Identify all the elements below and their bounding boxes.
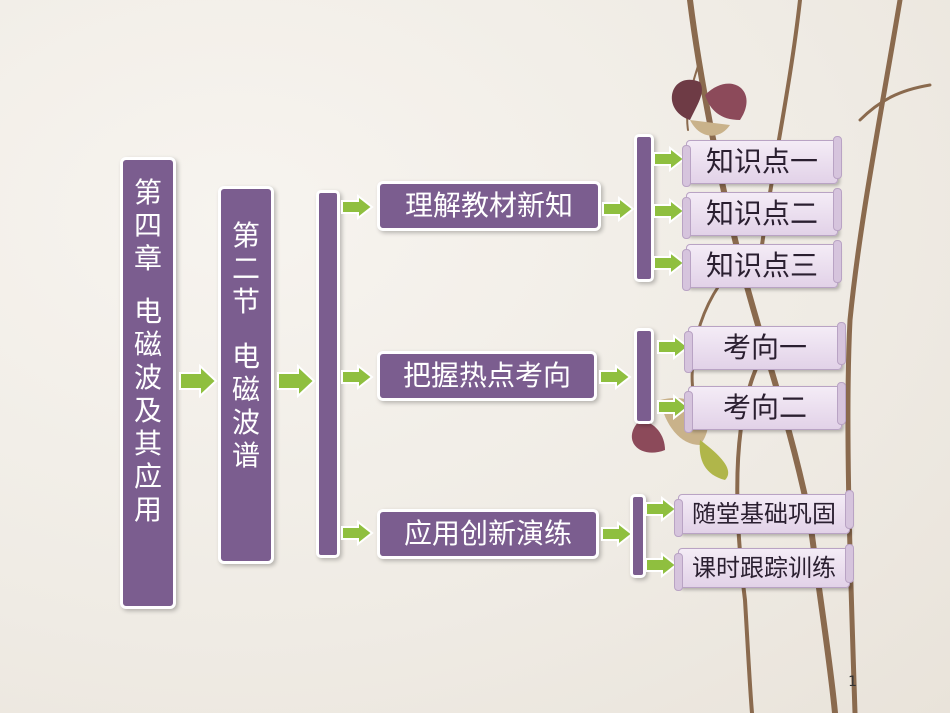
- section-char: 第: [231, 219, 260, 252]
- section-char: 二: [231, 252, 260, 285]
- leaf-knowledge-1: 知识点一: [682, 136, 842, 187]
- section-char: 节: [231, 285, 260, 318]
- chapter-char: 及: [133, 394, 162, 427]
- section-box: 第 二 节 电 磁 波 谱: [218, 186, 274, 564]
- leaf-knowledge-3: 知识点三: [682, 240, 842, 291]
- chapter-char: 应: [133, 460, 162, 493]
- branch-box-understand: 理解教材新知: [377, 181, 601, 231]
- arrow-right-icon: [653, 250, 686, 276]
- sub-bracket-3: [630, 494, 646, 578]
- section-char: 电: [231, 340, 260, 373]
- leaf-practice-2: 课时跟踪训练: [674, 544, 854, 591]
- section-char: 磁: [231, 373, 260, 406]
- section-char: 谱: [231, 439, 260, 472]
- arrow-right-icon: [599, 364, 632, 390]
- page-number: 1: [848, 674, 857, 690]
- sub-bracket-1: [634, 134, 654, 282]
- arrow-right-icon: [602, 196, 635, 222]
- chapter-char: 第: [133, 176, 162, 209]
- chapter-char: 四: [133, 209, 162, 242]
- chapter-char: 用: [133, 493, 162, 526]
- arrow-right-icon: [653, 198, 686, 224]
- chapter-char: 波: [133, 361, 162, 394]
- sub-bracket-2: [634, 328, 654, 424]
- flower-decoration: [671, 79, 747, 136]
- arrow-right-icon: [277, 364, 316, 398]
- leaf-practice-1: 随堂基础巩固: [674, 490, 854, 537]
- arrow-right-icon: [341, 194, 374, 220]
- arrow-right-icon: [179, 364, 218, 398]
- arrow-right-icon: [645, 496, 678, 522]
- branch-box-hotspots: 把握热点考向: [377, 351, 597, 401]
- section-char: 波: [231, 406, 260, 439]
- arrow-right-icon: [657, 334, 690, 360]
- branch-box-practice: 应用创新演练: [377, 509, 599, 559]
- leaf-knowledge-2: 知识点二: [682, 188, 842, 239]
- arrow-right-icon: [341, 520, 374, 546]
- arrow-right-icon: [645, 552, 678, 578]
- leaf-direction-1: 考向一: [684, 322, 846, 373]
- chapter-box: 第 四 章 电 磁 波 及 其 应 用: [120, 157, 176, 609]
- arrow-right-icon: [601, 521, 634, 547]
- chapter-char: 磁: [133, 328, 162, 361]
- arrow-right-icon: [341, 364, 374, 390]
- leaf-direction-2: 考向二: [684, 382, 846, 433]
- chapter-char: 其: [133, 427, 162, 460]
- chapter-char: 电: [133, 295, 162, 328]
- arrow-right-icon: [657, 394, 690, 420]
- chapter-char: 章: [133, 242, 162, 275]
- arrow-right-icon: [653, 146, 686, 172]
- branch-bracket: [316, 190, 340, 558]
